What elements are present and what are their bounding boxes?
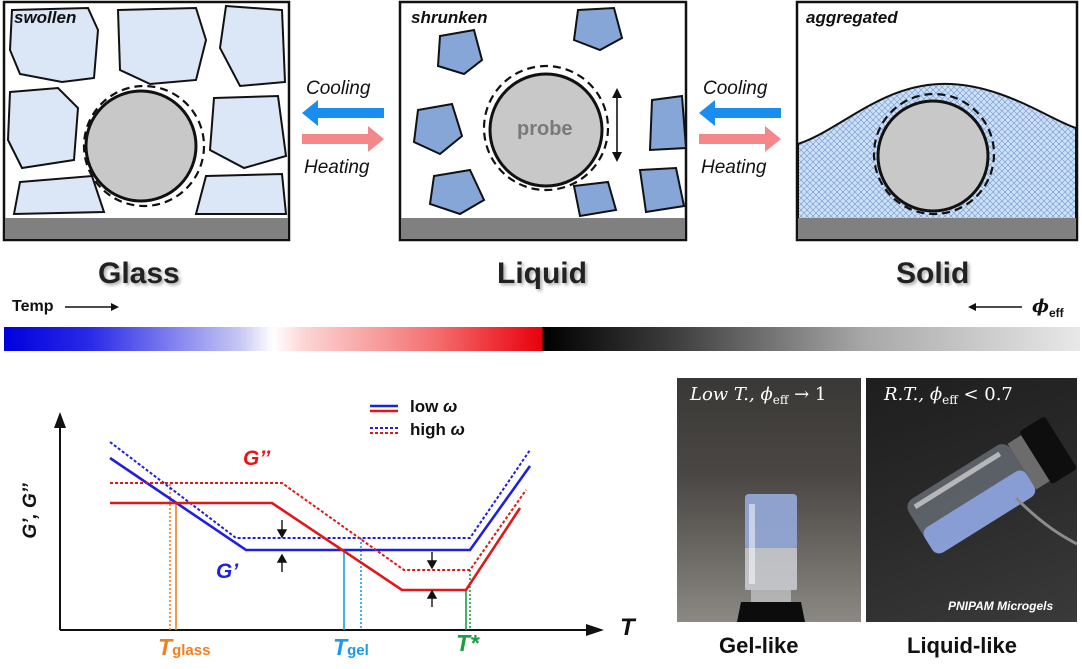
legend-low: low ω xyxy=(410,397,457,417)
gradient-bar xyxy=(4,327,1080,351)
g-prime-high-curve xyxy=(109,441,531,539)
label-gel-like: Gel-like xyxy=(719,633,799,658)
t-gel-main: T xyxy=(333,634,348,660)
marker-t-glass: Tglass xyxy=(158,634,210,661)
microgel-swollen xyxy=(116,6,208,86)
arrow-right-icon xyxy=(65,303,120,311)
state-label-swollen: swollen xyxy=(14,8,77,27)
microgel-shrunken xyxy=(572,6,624,52)
legend-high-text: high xyxy=(410,420,451,439)
phase-liquid: Liquid xyxy=(497,257,587,290)
rheology-plot xyxy=(54,404,604,636)
probe-particle xyxy=(84,89,198,203)
temp-label: Temp xyxy=(12,298,54,315)
photo-gel-like xyxy=(677,378,861,622)
shift-arrows xyxy=(276,520,438,607)
caption-right-a: R.T., xyxy=(884,384,930,405)
t-glass-sub: glass xyxy=(172,642,211,659)
transition-arrows-left xyxy=(302,100,384,152)
state-label-shrunken: shrunken xyxy=(411,8,488,27)
caption-left-sub: eff xyxy=(772,393,789,407)
state-label-aggregated: aggregated xyxy=(806,8,898,27)
phi-symbol: ϕ xyxy=(1032,296,1049,317)
microgel-swollen xyxy=(208,94,288,170)
legend-low-omega: ω xyxy=(443,397,458,416)
plot-ylabel: G’, G’’ xyxy=(20,483,41,539)
caption-right-sub: eff xyxy=(942,393,958,407)
phi-subscript: eff xyxy=(1048,305,1064,320)
legend-low-text: low xyxy=(410,397,444,416)
caption-right: R.T., ϕeff < 0.7 xyxy=(884,384,1013,407)
arrow-left-icon xyxy=(968,302,1022,311)
phase-glass: Glass xyxy=(98,257,180,290)
panel-liquid xyxy=(398,0,688,242)
t-glass-main: T xyxy=(158,634,173,660)
microgel-shrunken xyxy=(572,180,618,218)
caption-left-phi: ϕ xyxy=(760,384,773,405)
g-double-prime-high-curve xyxy=(110,482,527,571)
cooling-label-right: Cooling xyxy=(703,78,768,99)
panel-solid xyxy=(795,0,1079,242)
microgel-shrunken xyxy=(436,28,484,76)
microgel-shrunken xyxy=(638,166,686,214)
g-prime-label: G’ xyxy=(216,560,239,583)
legend-high-omega: ω xyxy=(450,420,465,439)
inverted-vial-image xyxy=(737,494,805,622)
schematic-svg xyxy=(2,0,1079,242)
label-liquid-like: Liquid-like xyxy=(907,633,1017,658)
transition-arrows-right xyxy=(699,100,781,152)
photo-liquid-like xyxy=(866,378,1077,622)
microgel-swollen xyxy=(218,4,287,88)
phase-solid: Solid xyxy=(896,257,970,290)
cooling-label-left: Cooling xyxy=(306,78,371,99)
temp-indicator: Temp xyxy=(12,298,121,316)
microgel-swollen xyxy=(194,172,288,215)
g-double-prime-low-curve xyxy=(110,501,522,592)
microgel-swollen xyxy=(12,174,106,216)
photo-watermark: PNIPAM Microgels xyxy=(948,599,1054,613)
microgel-shrunken xyxy=(412,102,464,156)
g-double-prime-label: G’’ xyxy=(243,447,271,470)
microgel-shrunken xyxy=(648,94,688,152)
legend-high: high ω xyxy=(410,420,465,440)
microgel-shrunken xyxy=(428,168,486,216)
heating-label-right: Heating xyxy=(701,157,767,178)
heating-label-left: Heating xyxy=(304,157,370,178)
microgel-swollen xyxy=(6,86,80,170)
microgel-swollen xyxy=(8,6,100,84)
marker-t-gel: Tgel xyxy=(333,634,369,661)
t-gel-sub: gel xyxy=(347,642,369,659)
panel-glass xyxy=(2,0,291,242)
probe-label: probe xyxy=(517,118,573,140)
plot-xlabel: T xyxy=(620,614,635,641)
caption-left-a: Low T., xyxy=(690,384,761,405)
probe-particle xyxy=(488,72,604,188)
tilted-vial-image xyxy=(907,417,1077,554)
marker-t-star: T* xyxy=(456,630,479,656)
caption-left: Low T., ϕeff → 1 xyxy=(690,384,827,407)
caption-left-c: → 1 xyxy=(788,384,827,405)
probe-particle xyxy=(876,99,990,213)
caption-right-phi: ϕ xyxy=(929,384,943,405)
caption-right-c: < 0.7 xyxy=(957,384,1013,405)
